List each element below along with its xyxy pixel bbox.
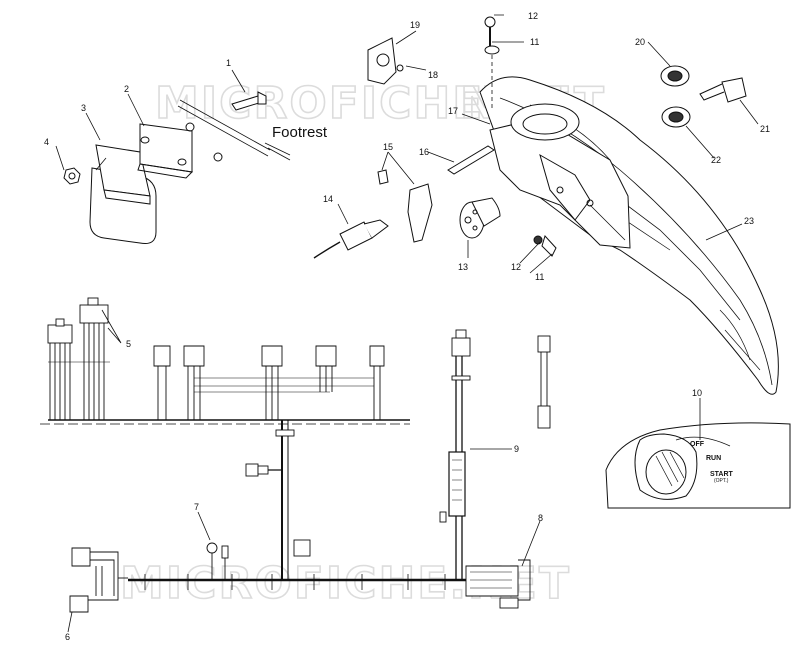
footrest-assembly [63,91,291,244]
ignition-detail [605,422,791,509]
ignition-start-label: START [710,471,734,478]
callout-18: 18 [428,70,438,80]
ignition-off-label: OFF [690,441,705,448]
ignition-start-sub-label: (OPT.) [714,478,729,484]
callout-1: 1 [226,58,231,68]
console-assembly [313,16,779,395]
callout-15: 15 [383,142,393,152]
callout-12-bottom: 12 [511,262,521,272]
callout-8: 8 [538,513,543,523]
callout-3: 3 [81,103,86,113]
callout-11-bottom: 11 [535,272,544,282]
wiring-harness [40,297,551,613]
ignition-run-label: RUN [706,455,721,462]
callout-13: 13 [458,262,468,272]
callout-5: 5 [126,339,131,349]
callout-17: 17 [448,106,458,116]
callout-6: 6 [65,632,70,642]
callout-19: 19 [410,20,420,30]
leader-lines [55,14,759,633]
callout-21: 21 [760,124,770,134]
callout-11-top: 11 [530,37,539,47]
callout-2: 2 [124,84,129,94]
callout-4: 4 [44,137,49,147]
callout-7: 7 [194,502,199,512]
callout-14: 14 [323,194,333,204]
callout-12-top: 12 [528,11,538,21]
callout-22: 22 [711,155,721,165]
footrest-label: Footrest [272,124,328,141]
callout-10: 10 [692,388,702,398]
callout-23: 23 [744,216,754,226]
callout-9: 9 [514,444,519,454]
callout-numbers: 1 2 3 4 5 6 7 8 9 10 11 11 12 12 13 14 1… [44,11,770,642]
callout-16: 16 [419,147,429,157]
callout-20: 20 [635,37,645,47]
